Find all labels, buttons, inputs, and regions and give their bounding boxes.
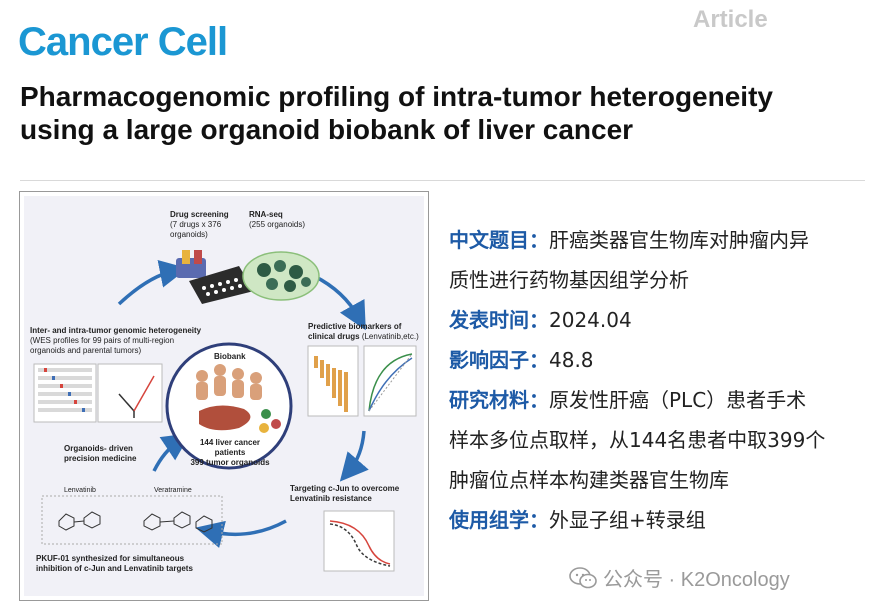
paper-info-panel: 中文题目：肝癌类器官生物库对肿瘤内异 质性进行药物基因组学分析 发表时间：202… [449,220,869,540]
cycle-arrow-left [152,433,191,472]
journal-name: Cancer Cell [18,20,228,64]
article-type-tag: Article [693,6,768,33]
cycle-arrow-top-left [117,260,188,306]
info-omics: 使用组学：外显子组+转录组 [449,508,706,532]
biomarker-roc-plot [363,345,417,417]
watermark-text: 公众号 · K2Oncology [603,569,790,591]
organoid-dish-illustration [242,251,320,301]
mutation-heatmap-illustration [33,363,97,423]
cycle-arrow-bottom [195,519,287,548]
title-divider [20,180,865,181]
article-title: Pharmacogenomic profiling of intra-tumor… [20,81,773,145]
biobank-illustration [165,342,293,470]
dose-response-plot [323,510,395,572]
ga-lenvatinib: Lenvatinib [64,487,96,494]
wechat-watermark: 公众号 · K2Oncology [569,563,869,592]
chemical-structures [41,495,223,545]
biomarker-bar-plot [307,345,359,417]
ga-veratramine: Veratramine [154,487,192,494]
cycle-arrow-right [339,430,369,482]
drug-plate-illustration [176,250,254,304]
wechat-icon [569,566,597,589]
info-cn-title: 中文题目：肝癌类器官生物库对肿瘤内异 [449,228,809,252]
ga-rna-seq: RNA-seq(255 organoids) [249,210,306,229]
graphical-abstract-art [33,250,417,572]
ga-biobank-title: Biobank [214,352,246,361]
ga-heterogeneity: Inter- and intra-tumor genomic heterogen… [30,326,202,355]
phylogeny-tree-illustration [97,363,163,423]
info-material: 研究材料：原发性肝癌（PLC）患者手术 [449,388,807,412]
cycle-arrow-top-right [313,274,366,331]
info-impact-factor: 影响因子：48.8 [449,348,594,372]
info-date: 发表时间：2024.04 [449,308,632,332]
